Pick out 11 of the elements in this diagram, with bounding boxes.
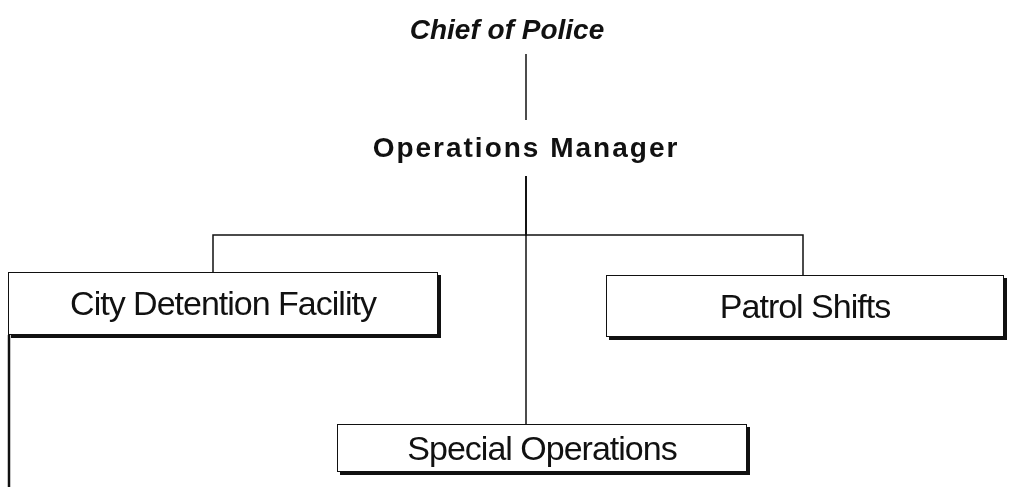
connector-line xyxy=(525,53,527,121)
box-label: Patrol Shifts xyxy=(719,286,891,326)
role-title: Chief of Police xyxy=(409,14,605,46)
org-box xyxy=(8,272,438,335)
role-title: Operations Manager xyxy=(372,132,680,164)
box-label: City Detention Facility xyxy=(70,284,376,323)
connector-line xyxy=(525,175,527,425)
box-label: Special Operations xyxy=(407,428,677,468)
connector-line xyxy=(7,335,11,487)
org-box xyxy=(606,275,1004,337)
org-box xyxy=(337,424,747,472)
